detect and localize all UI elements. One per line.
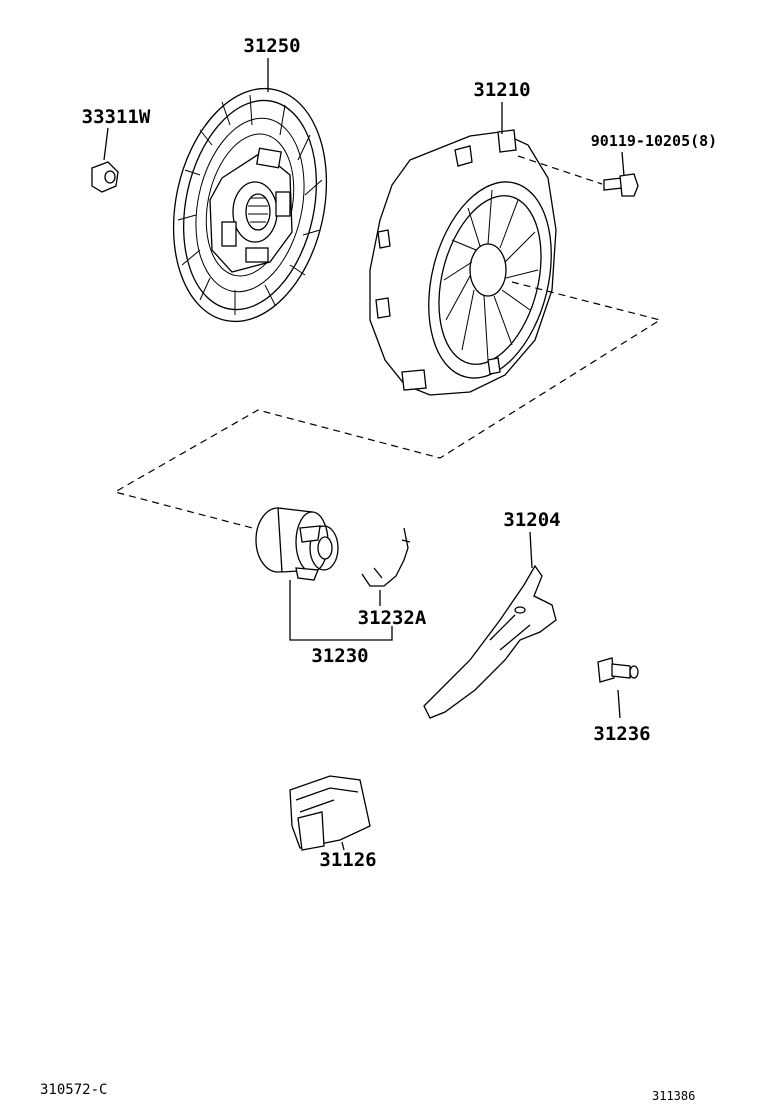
release-fork-drawing (423, 564, 557, 719)
label-release-bearing-hub: 31230 (311, 645, 368, 667)
label-fork-pivot-stud: 31236 (593, 723, 650, 745)
release-bearing-hub-drawing (255, 507, 339, 581)
label-clutch-disc: 31250 (243, 35, 300, 57)
leader-31236 (617, 689, 621, 719)
label-hub-clip: 31232A (358, 607, 427, 629)
leader-31204 (529, 531, 533, 569)
leader-31230 (289, 580, 393, 641)
leader-90119 (621, 151, 625, 177)
clutch-cover-drawing (369, 129, 557, 396)
footer-left-code: 310572-C (40, 1082, 107, 1098)
label-fork-boot: 31126 (319, 849, 376, 871)
label-release-fork: 31204 (503, 509, 560, 531)
fork-pivot-stud-drawing (597, 657, 639, 683)
leader-33311W (103, 127, 109, 161)
assembly-dashed-outline (113, 281, 662, 531)
label-clutch-cover: 31210 (473, 79, 530, 101)
label-pilot-bearing: 33311W (82, 106, 151, 128)
clutch-disc-drawing (172, 87, 328, 323)
cover-bolt-drawing (603, 173, 639, 197)
footer-right-code: 311386 (652, 1089, 695, 1103)
label-cover-bolt: 90119-10205(8) (591, 132, 717, 150)
hub-clip-drawing (361, 527, 411, 587)
bolt-dashed-line (517, 155, 603, 185)
leader-31126 (341, 841, 345, 851)
fork-boot-drawing (289, 775, 371, 851)
pilot-bearing-drawing (91, 161, 119, 193)
